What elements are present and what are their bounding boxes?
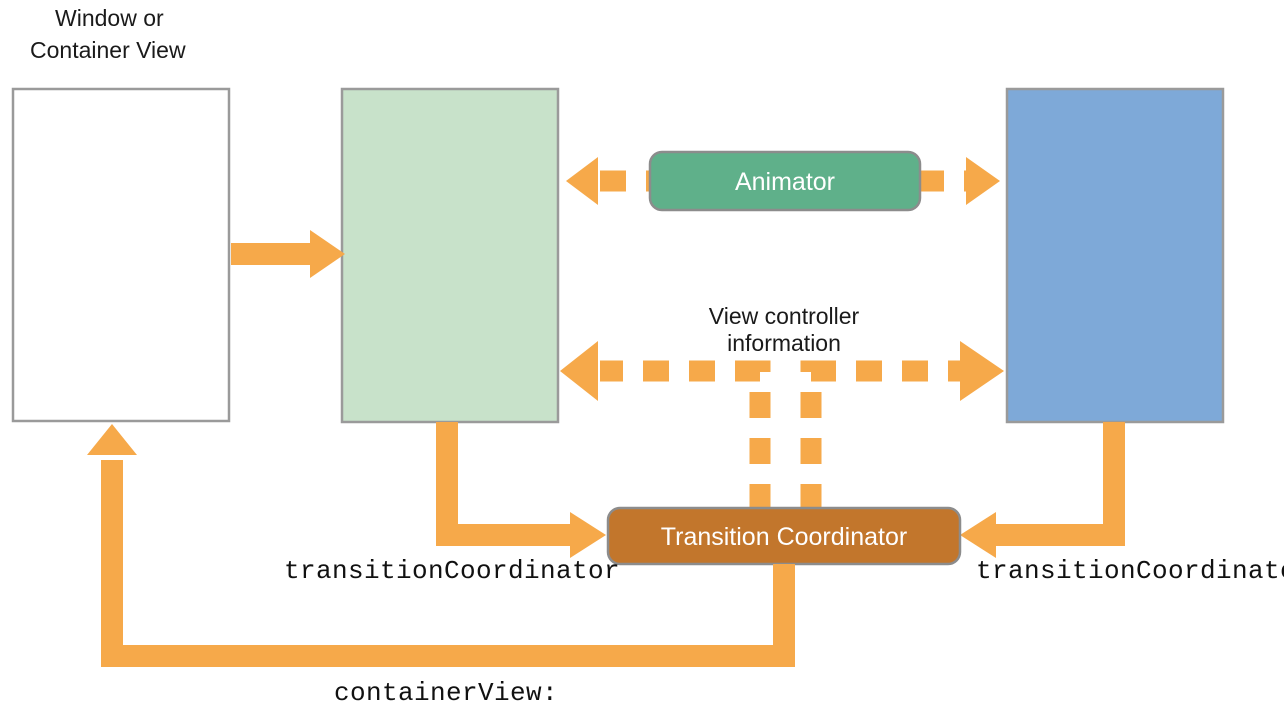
container-view-label: containerView:: [334, 678, 558, 708]
from-view-box[interactable]: [340, 87, 560, 424]
transition-coordinator-left-label: transitionCoordinator: [284, 556, 620, 586]
animator-node[interactable]: [648, 150, 922, 212]
title-label-line1: Window or: [55, 5, 164, 31]
arrow-from-view-to-coordinator: [436, 422, 606, 558]
view-controller-information-label-line2: information: [727, 330, 841, 356]
animator-to-to-view-dashed-arrow: [918, 157, 1000, 205]
arrow-to-view-to-coordinator: [960, 422, 1125, 558]
to-view-box[interactable]: [1005, 87, 1225, 424]
transition-coordinator-right-label: transitionCoordinator: [976, 556, 1284, 586]
animator-to-from-view-dashed-arrow: [566, 157, 654, 205]
view-controller-information-label-line1: View controller: [709, 303, 860, 329]
arrow-coordinator-to-container-view: [87, 424, 795, 667]
transition-coordinator-node-label: Transition Coordinator: [661, 523, 907, 551]
coordinator-to-from-view-dashed-arrow: [560, 341, 771, 510]
container-view-box[interactable]: [11, 87, 231, 423]
title-label-line2: Container View: [30, 37, 186, 63]
arrow-container-to-from-view: [231, 230, 345, 278]
coordinator-to-to-view-dashed-arrow: [800, 341, 1004, 510]
animator-node-label: Animator: [735, 168, 835, 196]
